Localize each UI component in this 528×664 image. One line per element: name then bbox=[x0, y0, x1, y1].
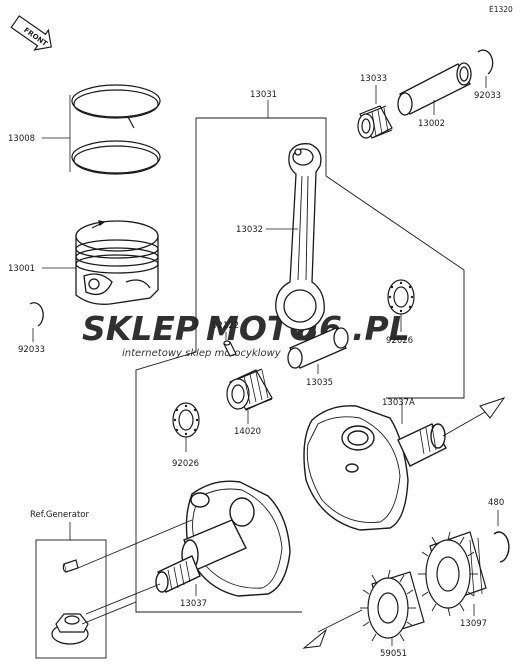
circlip-right bbox=[477, 49, 494, 75]
dowel-pin bbox=[223, 340, 237, 357]
front-arrow-icon: FRONT bbox=[10, 15, 52, 51]
thrust-washer-left bbox=[172, 402, 200, 438]
circlip-left bbox=[29, 302, 44, 327]
label-480: 480 bbox=[488, 498, 504, 508]
label-13032: 13032 bbox=[236, 225, 263, 235]
diagram-code: E1320 bbox=[489, 5, 513, 14]
label-13008: 13008 bbox=[8, 134, 35, 144]
crank-half-right bbox=[303, 405, 447, 531]
label-13035: 13035 bbox=[306, 378, 333, 388]
axis-arrow-right bbox=[479, 397, 506, 419]
label-13037A: 13037A bbox=[382, 398, 415, 408]
label-13031: 13031 bbox=[250, 90, 277, 100]
label-13001: 13001 bbox=[8, 264, 35, 274]
label-92122: 92122 bbox=[212, 321, 239, 331]
ref-generator-box bbox=[35, 539, 107, 659]
needle-bearing-large bbox=[226, 368, 273, 411]
label-92033-left: 92033 bbox=[18, 345, 45, 355]
watermark-brand-d: .PL bbox=[352, 309, 410, 348]
label-92026-left: 92026 bbox=[172, 459, 199, 469]
connecting-rod bbox=[275, 143, 325, 331]
label-13033: 13033 bbox=[360, 74, 387, 84]
label-59051: 59051 bbox=[380, 649, 407, 659]
gear-59051 bbox=[360, 569, 425, 642]
label-14020: 14020 bbox=[234, 427, 261, 437]
piston-pin bbox=[397, 62, 472, 116]
label-13097: 13097 bbox=[460, 619, 487, 629]
gear-13097 bbox=[418, 531, 487, 617]
crank-pin bbox=[287, 327, 349, 369]
watermark: SKLEP MOTO 86 .PL internetowy sklep moto… bbox=[82, 309, 410, 359]
label-92026-right: 92026 bbox=[386, 336, 413, 346]
flange-nut bbox=[51, 613, 89, 645]
woodruff-key bbox=[62, 559, 79, 573]
label-13037: 13037 bbox=[180, 599, 207, 609]
needle-bearing-small bbox=[357, 105, 393, 139]
piston bbox=[75, 220, 159, 305]
circlip-480 bbox=[493, 531, 510, 563]
watermark-brand-a: SKLEP bbox=[82, 309, 199, 348]
thrust-washer-right bbox=[387, 279, 415, 315]
ref-generator-label: Ref.Generator bbox=[30, 510, 89, 520]
watermark-tagline: internetowy sklep motocyklowy bbox=[122, 348, 282, 359]
crank-half-left bbox=[155, 480, 291, 597]
label-92033-right: 92033 bbox=[474, 91, 501, 101]
label-13002: 13002 bbox=[418, 119, 445, 129]
piston-rings bbox=[71, 84, 161, 175]
axis-arrow-bottom bbox=[302, 628, 328, 649]
crank-assembly-outline bbox=[196, 117, 465, 399]
